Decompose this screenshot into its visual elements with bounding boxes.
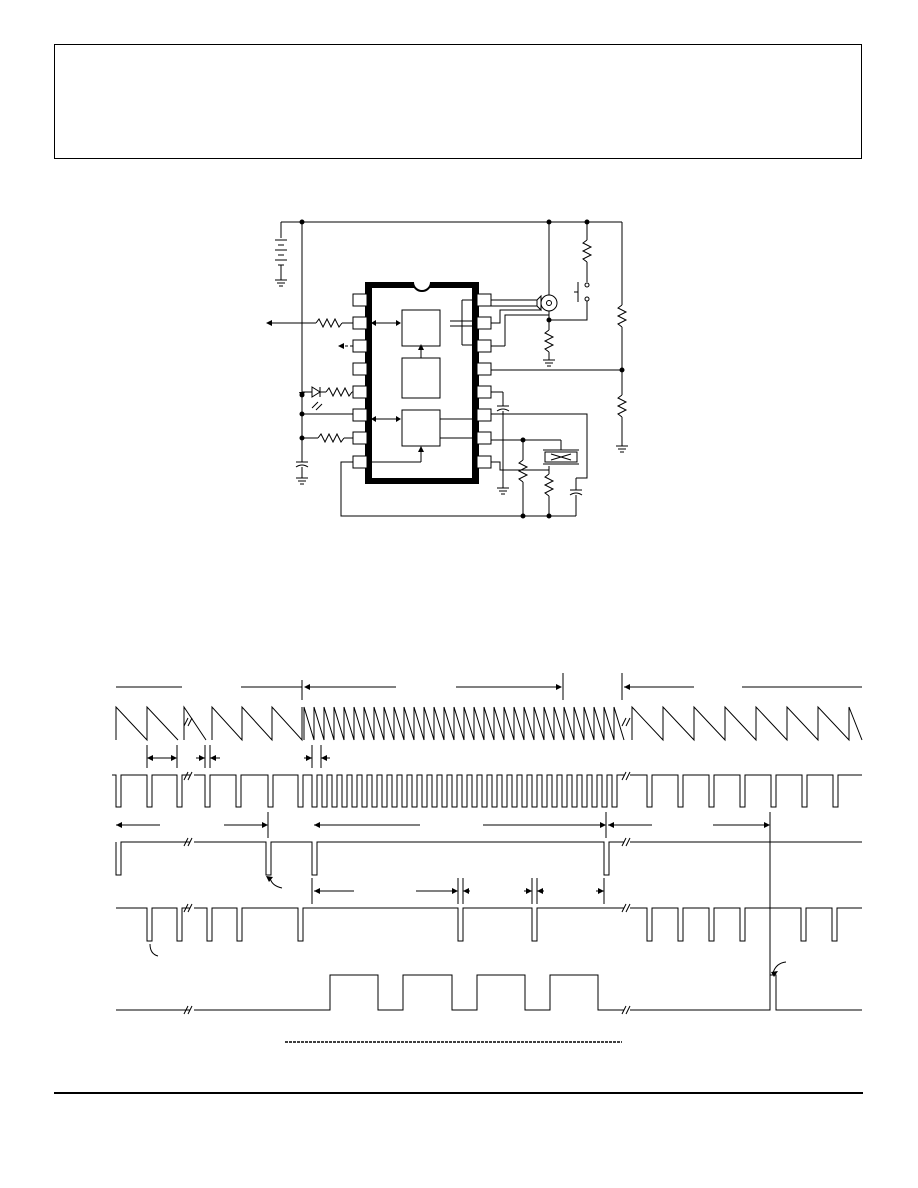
led-pulse-segment (194, 907, 624, 942)
pulse-train-segment (630, 774, 862, 808)
break-mark (621, 771, 631, 781)
break-mark (183, 771, 193, 781)
break-mark (183, 837, 193, 847)
pulse-train-segment (194, 774, 306, 808)
sawtooth-segment (115, 705, 303, 742)
ic-chip (365, 281, 479, 484)
break-mark (183, 903, 193, 913)
led-pulse-callout (149, 943, 159, 957)
timing-row1-dimensions (146, 745, 330, 768)
ic-pins-left (352, 293, 368, 469)
sawtooth-segment-fast (303, 706, 625, 741)
led-icon (302, 386, 323, 411)
pulse-train-segment-fast (306, 774, 624, 808)
oscillator-pulse-waveform (112, 774, 862, 808)
break-mark (621, 837, 631, 847)
break-mark (621, 717, 631, 727)
pulse-train-segment (112, 774, 190, 808)
header-box (54, 44, 862, 159)
led-pulse-segment (630, 907, 862, 942)
break-mark (183, 1005, 193, 1015)
break-mark (621, 903, 631, 913)
break-marks (183, 717, 631, 1015)
ic-pins-right (476, 293, 492, 469)
timing-top-dimensions (116, 673, 862, 700)
break-mark (183, 717, 193, 727)
battery-icon (275, 222, 287, 287)
resistor-icon (315, 317, 343, 329)
ic-block-bottom (401, 409, 441, 447)
led-pulse-waveform (116, 907, 862, 957)
led-pulse-segment (116, 907, 190, 942)
timing-row4-dimensions (311, 878, 605, 904)
sawtooth-waveform (115, 705, 863, 742)
left-connections (266, 317, 576, 517)
sawtooth-segment (631, 705, 863, 742)
sample-pulse-waveform (115, 841, 862, 889)
bottom-rule (54, 1092, 863, 1094)
horn-output-waveform (116, 961, 862, 1043)
right-connections (491, 222, 628, 519)
resistor-icon (543, 329, 555, 353)
timing-row3-dimensions (116, 812, 771, 975)
pushbutton-icon (574, 282, 590, 302)
break-mark (621, 1005, 631, 1015)
capacitor-icon (295, 461, 309, 485)
